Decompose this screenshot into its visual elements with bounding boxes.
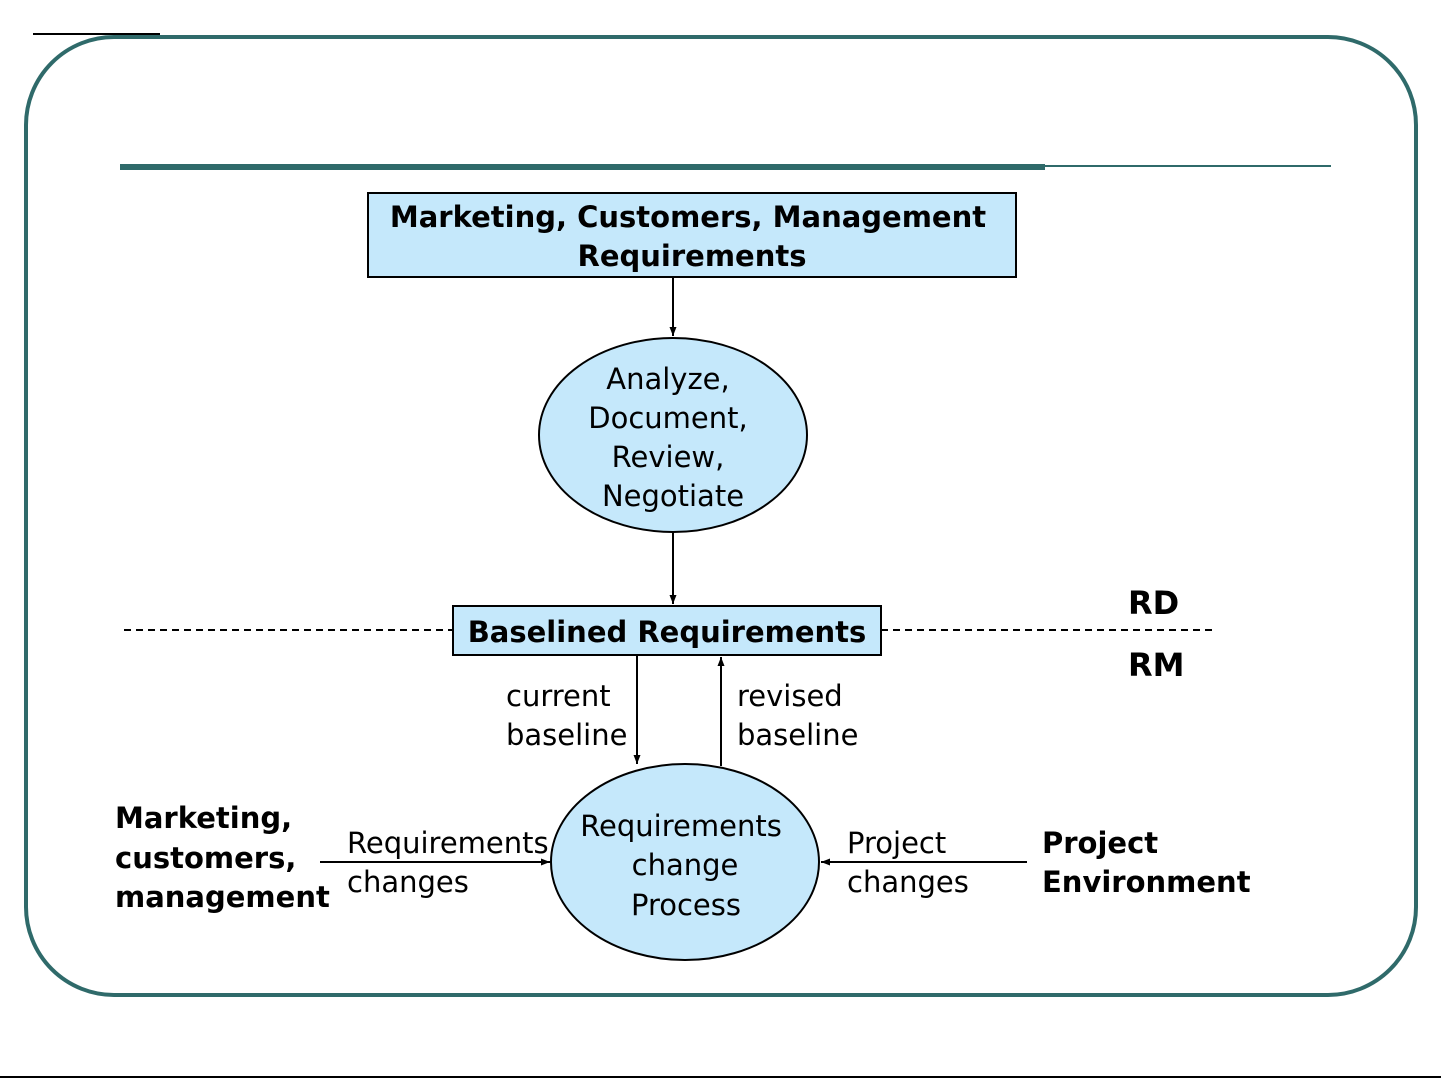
project-changes-line2: changes [847,865,969,899]
rm-label: RM [1128,646,1184,684]
right-source-line-1: Project [1042,826,1158,860]
left-source-line-2: customers, [115,841,296,875]
change-process-line-3: Process [631,888,741,922]
current-baseline-line1: current [506,679,611,713]
requirements-changes-line2: changes [347,865,469,899]
change-process-line-2: change [632,848,739,882]
analyze-line-2: Document, [588,401,747,435]
current-baseline-line2: baseline [506,718,627,752]
analyze-line-3: Review, [612,440,725,474]
left-source-line-3: management [115,880,330,914]
top-box-line2: Requirements [578,239,807,273]
left-source-line-1: Marketing, [115,801,292,835]
top-box-line1: Marketing, Customers, Management [390,200,986,234]
analyze-line-1: Analyze, [606,362,730,396]
revised-baseline-line2: baseline [737,718,858,752]
analyze-line-4: Negotiate [602,479,744,513]
change-process-line-1: Requirements [580,809,782,843]
rd-label: RD [1128,584,1179,622]
requirements-changes-line1: Requirements [347,826,549,860]
revised-baseline-line1: revised [737,679,843,713]
baselined-requirements-label: Baselined Requirements [468,615,867,649]
project-changes-line1: Project [847,826,946,860]
right-source-line-2: Environment [1042,865,1251,899]
